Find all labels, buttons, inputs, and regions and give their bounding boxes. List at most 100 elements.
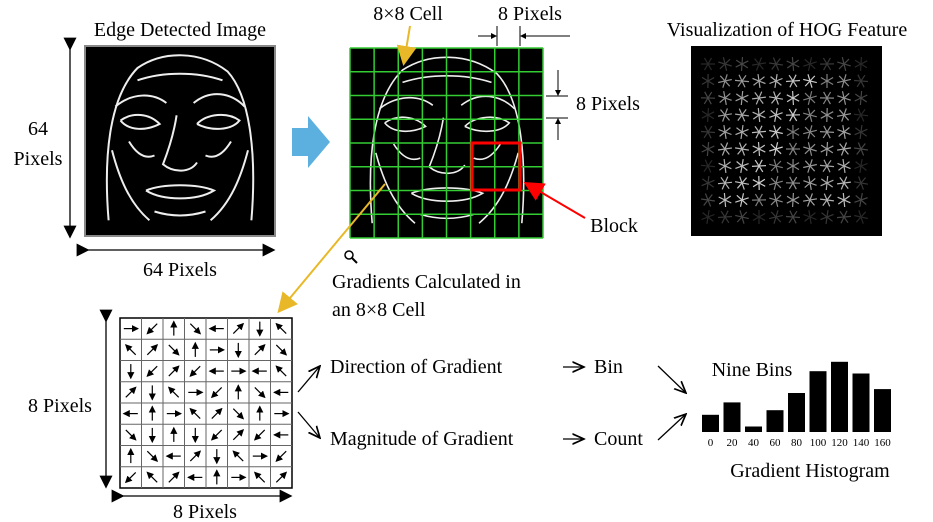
gradient-arrow [146,323,158,335]
hog-glyph-stroke [701,110,715,120]
hog-glyph-stroke [757,107,761,123]
magnitude-label: Magnitude of Gradient [330,428,514,450]
hog-glyph-stroke [773,193,779,207]
gradient-arrow [125,429,137,441]
edge-image [84,45,276,237]
gradient-arrow [189,323,202,335]
hog-glyph-stroke [719,58,731,70]
hog-glyph-stroke [836,113,852,117]
hog-glyph-stroke [738,108,746,122]
hog-glyph-stroke [718,196,732,204]
hog-glyph-stroke [703,159,713,173]
histogram-bar-80 [788,393,805,432]
hog-glyph-stroke [804,212,816,222]
hog-glyph-stroke [701,179,715,187]
gradient-arrow [253,429,266,441]
cell-width-label: 8 Pixels [498,3,562,25]
hog-glyph-stroke [721,142,729,156]
direction-label: Direction of Gradient [330,356,503,378]
histogram-bars [702,361,891,432]
histogram-tick-40: 40 [748,437,760,449]
hog-glyph-stroke [735,60,749,68]
gradient-arrow [232,429,245,441]
hog-glyph-stroke [823,159,831,173]
hog-glyph-stroke [720,210,730,224]
hog-glyph-stroke [836,215,852,219]
hog-glyph-stroke [837,129,851,135]
grid-face-lines [369,56,525,224]
face-stroke-1 [114,94,168,108]
hog-glyph-stroke [839,143,849,155]
direction-branch-arrow [297,366,320,393]
hog-glyph-stroke [752,179,766,187]
hog-glyph-stroke [704,125,712,139]
hog-glyph-stroke [755,125,763,139]
gradient-arrow [146,471,158,483]
process-arrow [292,116,330,168]
hog-glyph-stroke [754,193,764,207]
hog-glyph-stroke [804,58,816,70]
hog-glyph-stroke [788,210,798,224]
hog-glyph-stroke [701,198,715,202]
hog-glyph-stroke [857,142,865,156]
hog-glyph-stroke [807,193,813,207]
hog-glyph-stroke [702,212,714,222]
gradient-arrow [168,365,180,377]
hog-glyph-stroke [841,74,847,88]
hog-glyph-stroke [723,125,727,139]
gradient-arrow [211,407,223,420]
magnitude-branch-arrow [297,411,320,438]
gradient-arrow [124,471,137,484]
cell-label: 8×8 Cell [373,3,443,25]
gradient-arrow [146,365,158,377]
histogram-bar-0 [702,414,719,432]
histogram-bar-100 [809,371,827,432]
hog-glyph-stroke [734,181,750,185]
gradient-cell-height-label: 8 Pixels [28,395,92,417]
histogram-bar-60 [766,410,784,432]
face-stroke-7 [111,150,151,222]
gradient-arrow [146,450,159,462]
hog-glyph-stroke [807,74,813,88]
gradient-arrow [168,471,180,483]
hog-glyph-stroke [792,192,794,208]
hog-glyph-stroke [803,146,817,152]
gradient-arrow [210,386,223,399]
face-stroke-6 [410,187,485,202]
hog-glyph-stroke [719,161,731,171]
hog-glyph-stroke [792,90,794,106]
face-stroke-12 [137,72,223,82]
hog-glyph-stroke [788,74,798,88]
hog-glyph-stroke [735,163,749,169]
gradient-arrow [189,365,201,377]
hog-glyph-stroke [786,60,800,68]
count-label: Count [594,428,643,450]
bin-to-histogram-arrow [657,365,686,393]
histogram-bar-140 [852,373,870,432]
face-stroke-4 [196,114,241,130]
block-pointer-arrow [523,181,586,219]
face-stroke-11 [473,143,502,161]
gradient-arrow [254,344,266,356]
hog-glyph-stroke [856,177,866,189]
gradient-arrow [254,386,266,399]
hog-glyph-stroke [822,57,832,71]
hog-glyph-stroke [859,159,863,173]
histogram-bar-20 [723,402,741,432]
gradient-arrow [232,408,245,420]
bin-label: Bin [594,356,623,378]
hog-glyph-stroke [854,197,868,203]
hog-glyph-stroke [822,194,832,206]
hog-glyph-stroke [856,74,866,88]
gradient-arrow [275,344,288,356]
hog-glyph-stroke [737,143,747,155]
hog-glyph-stroke [770,76,782,86]
gradient-arrow [167,386,180,398]
cell-pointer-arrow [396,25,417,66]
hog-glyphs [700,56,869,224]
edge-face-lines [105,54,255,222]
histogram-tick-20: 20 [727,437,739,449]
hog-glyph-stroke [838,92,850,104]
hog-glyph-stroke [774,107,778,123]
